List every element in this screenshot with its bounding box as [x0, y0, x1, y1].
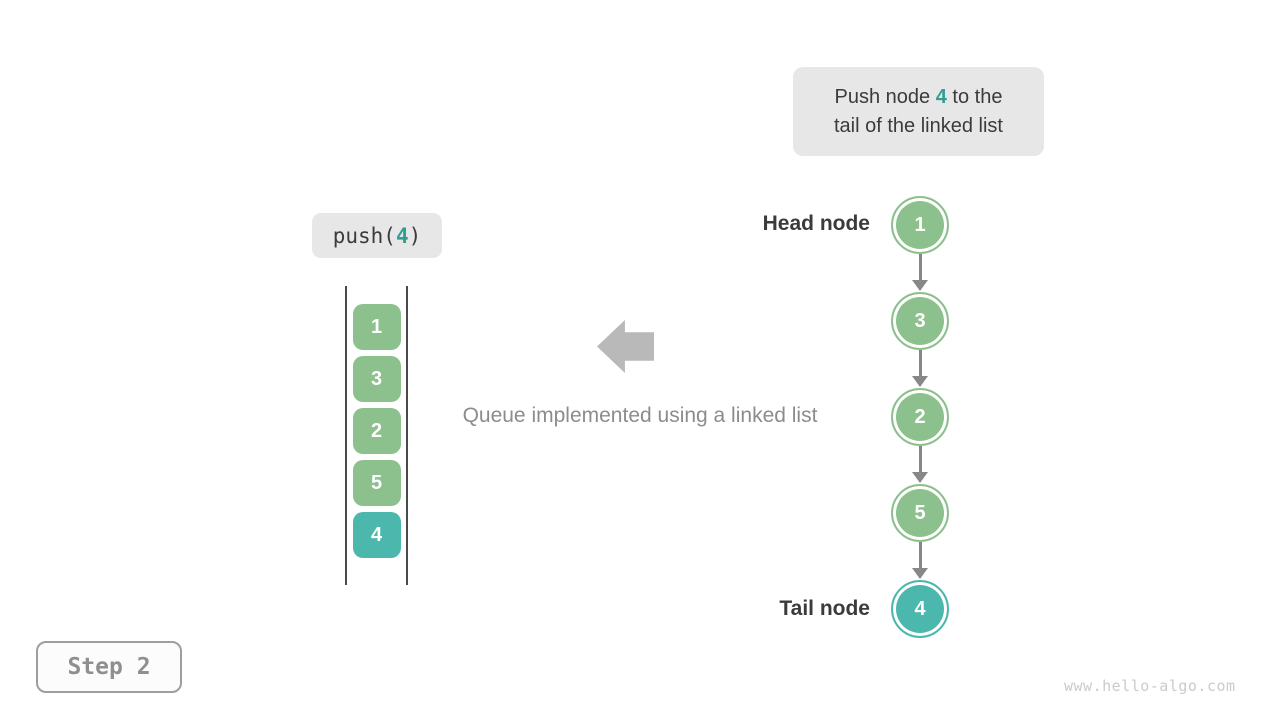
- push-operation-label: push(4): [312, 213, 442, 258]
- arrow-down-icon: [911, 542, 929, 580]
- arrow-shaft: [918, 542, 922, 568]
- arrow-shaft: [918, 254, 922, 280]
- linked-list-node: 5: [891, 484, 949, 542]
- queue-cell: 3: [352, 356, 401, 402]
- push-label-value: 4: [395, 223, 409, 248]
- tail-node-label: Tail node: [779, 597, 870, 620]
- callout-text-post: to the: [946, 85, 1003, 108]
- arrow-head: [912, 376, 928, 387]
- arrow-down-icon: [911, 350, 929, 388]
- queue-cell: 1: [352, 304, 401, 350]
- queue-cell: 2: [352, 408, 401, 454]
- arrow-down-icon: [911, 254, 929, 292]
- watermark: www.hello-algo.com: [1064, 677, 1236, 695]
- callout-text-pre: Push node: [834, 85, 936, 108]
- arrow-head: [912, 568, 928, 579]
- arrow-shaft: [918, 350, 922, 376]
- callout-line-1: Push node 4 to the: [835, 83, 1003, 112]
- queue-cell: 4: [352, 512, 401, 558]
- queue-cell: 5: [352, 460, 401, 506]
- step-badge: Step 2: [36, 641, 182, 693]
- head-node-label: Head node: [762, 212, 870, 235]
- callout-line-2: tail of the linked list: [834, 114, 1003, 137]
- left-arrow-icon: [597, 320, 654, 373]
- linked-list-node: 4: [891, 580, 949, 638]
- arrow-shaft: [918, 446, 922, 472]
- callout-bubble: Push node 4 to the tail of the linked li…: [793, 67, 1044, 156]
- linked-list-node: 1: [891, 196, 949, 254]
- arrow-head: [912, 280, 928, 291]
- push-label-post: ): [408, 223, 422, 248]
- callout-highlight-value: 4: [935, 85, 947, 108]
- diagram-caption: Queue implemented using a linked list: [462, 404, 818, 427]
- linked-list-node: 2: [891, 388, 949, 446]
- arrow-down-icon: [911, 446, 929, 484]
- queue-container: 1 3 2 5 4: [345, 286, 408, 585]
- push-label-pre: push(: [332, 223, 396, 248]
- linked-list-node: 3: [891, 292, 949, 350]
- arrow-head: [912, 472, 928, 483]
